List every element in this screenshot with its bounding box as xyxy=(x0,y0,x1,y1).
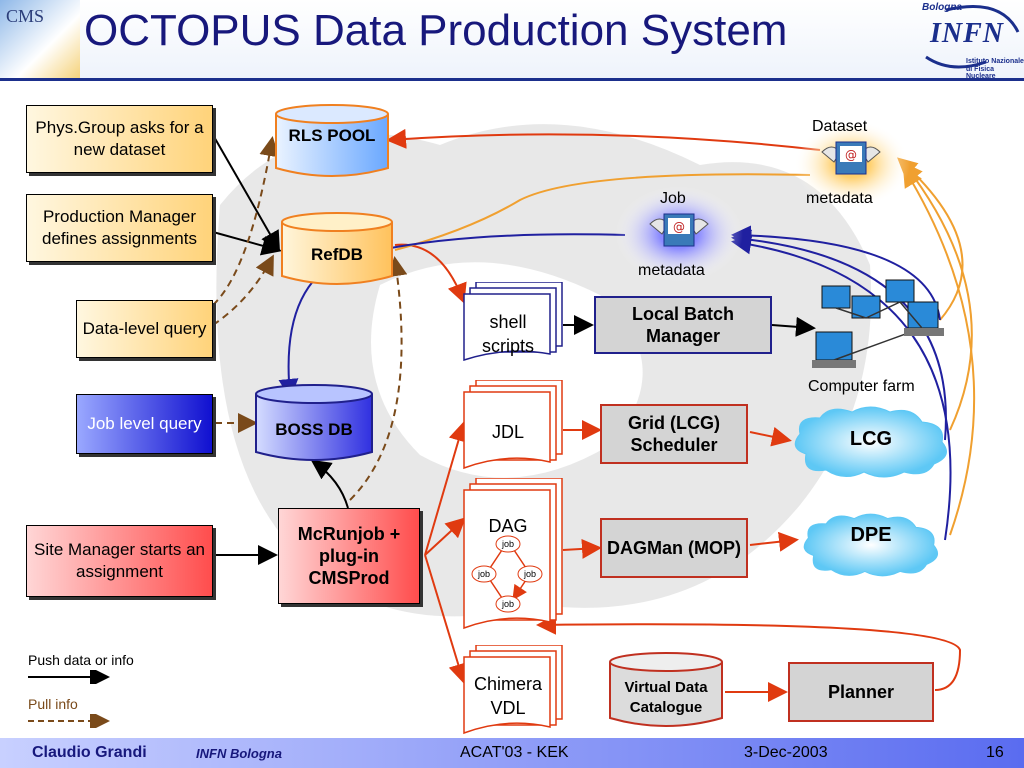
boss-db-shape xyxy=(255,384,373,461)
dag-job-node: job xyxy=(523,569,536,579)
job-level-query-box: Job level query xyxy=(76,394,213,454)
dag-job-node: job xyxy=(501,599,514,609)
legend-push-line xyxy=(28,670,110,684)
dag-label: DAG xyxy=(488,516,528,536)
dag-job-node: job xyxy=(501,539,514,549)
dataset-metadata-label: metadata xyxy=(806,190,873,207)
dpe-label: DPE xyxy=(850,524,892,546)
dag-doc-shape xyxy=(463,478,563,630)
grid-scheduler-box: Grid (LCG) Scheduler xyxy=(600,404,748,464)
cms-logo xyxy=(0,0,80,78)
lcg-label: LCG xyxy=(849,428,893,450)
jdl-doc-shape xyxy=(463,380,563,470)
rls-pool-label: RLS POOL xyxy=(288,126,376,145)
phys-group-box: Phys.Group asks for a new dataset xyxy=(26,105,213,173)
refdb-shape xyxy=(281,212,393,285)
local-batch-manager-box: Local Batch Manager xyxy=(594,296,772,354)
computer-farm-label: Computer farm xyxy=(808,378,915,395)
shell-scripts-label: shell scripts xyxy=(481,312,534,356)
dagman-box: DAGMan (MOP) xyxy=(600,518,748,578)
legend-push-label: Push data or info xyxy=(28,652,134,668)
svg-text:@: @ xyxy=(673,220,685,234)
cms-logo-text: CMS xyxy=(6,6,45,26)
virtual-data-catalogue-shape xyxy=(609,652,723,727)
chimera-vdl-label: Chimera VDL xyxy=(473,674,543,718)
footer-institute: INFN Bologna xyxy=(196,746,282,761)
lcg-cloud-shape xyxy=(794,406,947,478)
rls-pool-db-shape xyxy=(275,104,389,177)
dag-job-node: job xyxy=(477,569,490,579)
mcrunjob-box: McRunjob + plug-in CMSProd xyxy=(278,508,420,604)
production-manager-box: Production Manager defines assignments xyxy=(26,194,213,262)
legend-pull-label: Pull info xyxy=(28,696,78,712)
header-bar xyxy=(0,0,1024,81)
infn-city: Bologna xyxy=(922,2,962,13)
footer-date: 3-Dec-2003 xyxy=(744,744,828,761)
footer-author: Claudio Grandi xyxy=(32,744,147,761)
job-metadata-icon: @ xyxy=(649,213,709,247)
computer-farm-icon xyxy=(812,279,944,368)
legend-pull-line xyxy=(28,714,110,728)
site-manager-box: Site Manager starts an assignment xyxy=(26,525,213,597)
dataset-label: Dataset xyxy=(812,118,868,135)
dpe-cloud-shape xyxy=(803,513,939,577)
chimera-vdl-doc-shape xyxy=(463,645,563,735)
infn-wordmark: INFN xyxy=(930,18,1005,49)
planner-box: Planner xyxy=(788,662,934,722)
infn-logo xyxy=(925,5,1020,69)
footer-bar xyxy=(0,738,1024,768)
dataset-metadata-icon: @ xyxy=(821,141,881,175)
job-label: Job xyxy=(660,190,686,207)
virtual-data-catalogue-label: Virtual Data Catalogue xyxy=(624,679,708,716)
footer-conference: ACAT'03 - KEK xyxy=(460,744,569,761)
job-metadata-label: metadata xyxy=(638,262,705,279)
slide-title: OCTOPUS Data Production System xyxy=(84,6,788,55)
data-level-query-box: Data-level query xyxy=(76,300,213,358)
boss-db-label: BOSS DB xyxy=(275,420,353,439)
shell-scripts-doc-shape xyxy=(463,282,563,362)
infn-subtitle-2: di Fisica Nucleare xyxy=(966,66,996,80)
jdl-label: JDL xyxy=(491,422,524,442)
footer-page-number: 16 xyxy=(986,744,1004,761)
refdb-label: RefDB xyxy=(311,245,363,264)
svg-text:@: @ xyxy=(845,148,857,162)
infn-subtitle-1: Istituto Nazionale xyxy=(966,58,1024,65)
